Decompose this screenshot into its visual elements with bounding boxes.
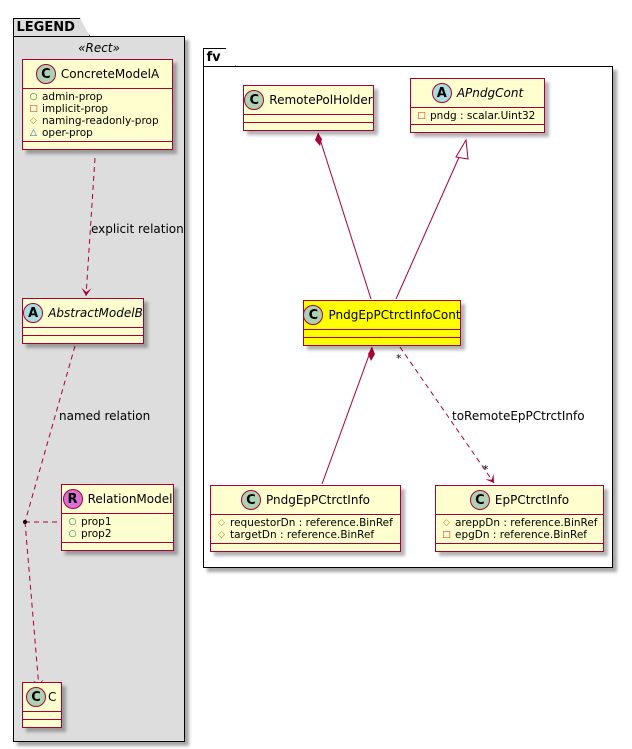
attribute-row: ○ prop2	[68, 528, 167, 540]
methods-section	[304, 337, 460, 345]
public-visibility-icon: ○	[29, 91, 38, 102]
attribute-text: naming-readonly-prop	[42, 115, 159, 127]
edge-label-explicit-relation: explicit relation	[91, 222, 184, 236]
private-visibility-icon: □	[29, 103, 38, 114]
abstract-badge-icon: A	[431, 83, 452, 103]
attribute-row: △ oper-prop	[29, 127, 166, 139]
package-visibility-icon: △	[30, 127, 37, 138]
methods-section	[62, 542, 173, 550]
attribute-row: ○ admin-prop	[29, 91, 166, 103]
attribute-text: requestorDn : reference.BinRef	[230, 517, 393, 529]
attribute-text: areppDn : reference.BinRef	[455, 517, 598, 529]
class-badge-icon: C	[244, 90, 265, 110]
class-pndg-ep-p-ctrct-info-cont[interactable]: C PndgEpPCtrctInfoCont	[303, 300, 461, 346]
class-pndg-ep-p-ctrct-info[interactable]: C PndgEpPCtrctInfo ◇ requestorDn : refere…	[210, 485, 401, 552]
attribute-row: ◇ targetDn : reference.BinRef	[217, 529, 394, 541]
class-name: EpPCtrctInfo	[494, 493, 570, 507]
attributes-section	[23, 711, 61, 719]
edge-label-named-relation: named relation	[59, 409, 151, 423]
attributes-section: ○ admin-prop □ implicit-prop ◇ naming-reado…	[23, 88, 172, 141]
attribute-text: admin-prop	[42, 91, 103, 103]
class-badge-icon: C	[469, 490, 490, 510]
class-abstract-model-b[interactable]: A AbstractModelB	[22, 298, 144, 344]
methods-section	[23, 141, 172, 149]
abstract-badge-icon: A	[23, 303, 44, 323]
legend-package-title: LEGEND	[13, 18, 90, 36]
methods-section	[244, 122, 373, 130]
methods-section	[23, 719, 61, 727]
class-name: C	[48, 690, 57, 704]
class-ep-p-ctrct-info[interactable]: C EpPCtrctInfo ◇ areppDn : reference.BinR…	[435, 485, 604, 552]
attributes-section: □ pndg : scalar.Uint32	[411, 107, 544, 124]
attribute-row: ◇ requestorDn : reference.BinRef	[217, 517, 394, 529]
class-concrete-model-a[interactable]: C ConcreteModelA ○ admin-prop □ implicit-p…	[22, 59, 173, 150]
protected-visibility-icon: ◇	[443, 517, 450, 528]
methods-section	[436, 543, 603, 551]
attribute-text: epgDn : reference.BinRef	[455, 529, 587, 541]
attributes-section	[304, 329, 460, 337]
class-name: PndgEpPCtrctInfo	[265, 493, 371, 507]
class-name: RelationModel	[87, 492, 173, 506]
attribute-row: ◇ naming-readonly-prop	[29, 115, 166, 127]
attribute-row: □ implicit-prop	[29, 103, 166, 115]
protected-visibility-icon: ◇	[30, 115, 37, 126]
protected-visibility-icon: ◇	[218, 529, 225, 540]
class-remote-pol-holder[interactable]: C RemotePolHolder	[243, 85, 374, 131]
class-name: RemotePolHolder	[269, 93, 373, 107]
class-c[interactable]: C C	[22, 682, 62, 728]
public-visibility-icon: ○	[68, 516, 77, 527]
attribute-text: implicit-prop	[42, 103, 109, 115]
attribute-text: prop1	[81, 516, 112, 528]
class-relation-model[interactable]: R RelationModel ○ prop1 ○ prop2	[61, 484, 174, 551]
class-badge-icon: C	[303, 305, 324, 325]
public-visibility-icon: ○	[68, 528, 77, 539]
private-visibility-icon: □	[417, 110, 426, 121]
relation-badge-icon: R	[62, 489, 83, 509]
methods-section	[23, 335, 143, 343]
class-name: PndgEpPCtrctInfoCont	[328, 308, 461, 322]
source-multiplicity: *	[396, 352, 402, 365]
edge-label-to-remote: toRemoteEpPCtrctInfo	[452, 409, 585, 423]
attributes-section: ◇ requestorDn : reference.BinRef ◇ targetD…	[211, 514, 400, 543]
attributes-section	[244, 114, 373, 122]
attribute-row: □ pndg : scalar.Uint32	[417, 110, 538, 122]
attribute-row: ◇ areppDn : reference.BinRef	[442, 517, 597, 529]
class-badge-icon: C	[26, 687, 46, 707]
private-visibility-icon: □	[442, 529, 451, 540]
class-badge-icon: C	[35, 64, 56, 84]
methods-section	[411, 124, 544, 132]
methods-section	[211, 543, 400, 551]
attribute-text: oper-prop	[42, 127, 93, 139]
attribute-text: prop2	[81, 528, 112, 540]
class-name: AbstractModelB	[48, 306, 143, 320]
class-apndg-cont[interactable]: A APndgCont □ pndg : scalar.Uint32	[410, 78, 545, 133]
attribute-row: ○ prop1	[68, 516, 167, 528]
protected-visibility-icon: ◇	[218, 517, 225, 528]
legend-stereotype: «Rect»	[78, 41, 120, 55]
attribute-row: □ epgDn : reference.BinRef	[442, 529, 597, 541]
attribute-text: targetDn : reference.BinRef	[230, 529, 375, 541]
class-name: APndgCont	[456, 86, 524, 100]
target-multiplicity: *	[483, 463, 489, 476]
attributes-section: ◇ areppDn : reference.BinRef □ epgDn : ref…	[436, 514, 603, 543]
attributes-section: ○ prop1 ○ prop2	[62, 513, 173, 542]
class-badge-icon: C	[240, 490, 261, 510]
fv-package-title: fv	[203, 48, 236, 66]
attribute-text: pndg : scalar.Uint32	[430, 110, 536, 122]
attributes-section	[23, 327, 143, 335]
class-name: ConcreteModelA	[60, 67, 160, 81]
